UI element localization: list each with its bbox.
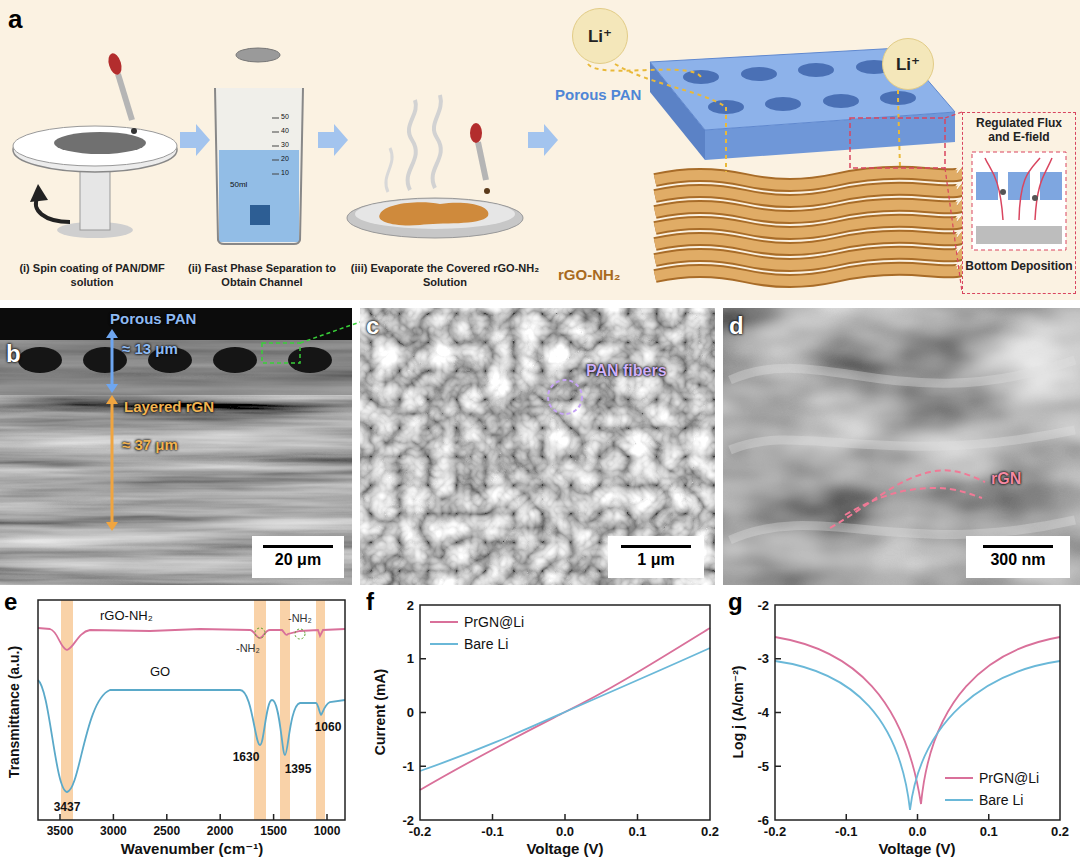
scale-bar: 300 nm xyxy=(966,536,1070,578)
legend-item: PrGN@Li xyxy=(945,770,1039,786)
tick-label: 0.0 xyxy=(908,824,926,839)
tick-label: 1500 xyxy=(260,824,287,838)
tick-label: -1 xyxy=(402,759,414,774)
sem-panel: cPAN fibers 1 μm xyxy=(360,308,715,585)
legend-item: Bare Li xyxy=(430,636,508,652)
panel-letter: g xyxy=(728,588,743,616)
legend-item: Bare Li xyxy=(945,792,1023,808)
tick-label: 0.1 xyxy=(628,824,646,839)
tick-label: 1000 xyxy=(314,824,341,838)
axis-title: Current (mA) xyxy=(372,669,388,755)
tick-label: 0 xyxy=(407,705,414,720)
tick-label: 2500 xyxy=(153,824,180,838)
legend-line xyxy=(430,621,458,623)
layer-name: rGO-NH₂ xyxy=(558,266,621,283)
legend-text: Bare Li xyxy=(464,636,508,652)
legend-item: PrGN@Li xyxy=(430,614,524,630)
panel-letter: f xyxy=(366,588,374,616)
tick-label: -3 xyxy=(757,651,769,666)
layer-name: Layered rGN xyxy=(124,398,214,415)
inset-callout: Regulated Flux and E-fieldBottom Deposit… xyxy=(962,112,1076,294)
tick-label: 3500 xyxy=(47,824,74,838)
layer-name: Porous PAN xyxy=(110,310,196,327)
tick-label: -0.1 xyxy=(835,824,857,839)
tick-label: 0.2 xyxy=(1051,824,1069,839)
scale-bar: 20 μm xyxy=(252,536,344,578)
thickness: ≈ 37 μm xyxy=(122,436,178,453)
ion-label: Li⁺ xyxy=(588,26,612,47)
ion-label: Li⁺ xyxy=(896,54,920,75)
step-caption: (ii) Fast Phase Separation to Obtain Cha… xyxy=(172,262,352,290)
legend-line xyxy=(945,799,973,801)
ion-circle: Li⁺ xyxy=(882,38,934,90)
peak-value: 3437 xyxy=(54,800,81,814)
layer-name: Porous PAN xyxy=(555,86,641,103)
tick-label: 3000 xyxy=(100,824,127,838)
tick-label: 2 xyxy=(407,598,414,613)
step-caption: (iii) Evaporate the Covered rGO-NH₂ Solu… xyxy=(350,262,540,290)
panel-letter: b xyxy=(6,340,21,368)
peak-value: 1630 xyxy=(233,750,260,764)
tick-label: 0.1 xyxy=(980,824,998,839)
sem-panel: b Porous PAN ≈ 13 μm Layered rGN ≈ 37 μm 20 μ… xyxy=(0,308,352,585)
sem-panel: d rGN 300 nm xyxy=(723,308,1080,585)
tick-label: -0.2 xyxy=(764,824,786,839)
volume-mark: 10 xyxy=(281,169,289,176)
legend-text: PrGN@Li xyxy=(979,770,1039,786)
peak-value: 1060 xyxy=(315,720,342,734)
legend-line xyxy=(945,777,973,779)
step-caption: (i) Spin coating of PAN/DMF solution xyxy=(5,262,180,290)
tick-label: -4 xyxy=(757,705,769,720)
feature-name: rGN xyxy=(991,470,1021,488)
volume-mark: 30 xyxy=(281,141,289,148)
axis-title: Transmittance (a.u.) xyxy=(6,646,22,778)
legend-text: PrGN@Li xyxy=(464,614,524,630)
series-name: GO xyxy=(150,664,170,679)
legend-text: Bare Li xyxy=(979,792,1023,808)
inset-title: Regulated Flux and E-field xyxy=(965,116,1073,145)
feature-name: PAN fibers xyxy=(586,362,667,380)
panel-letter: a xyxy=(8,4,22,35)
axis-title: Log j (A/cm⁻²) xyxy=(730,666,746,759)
scale-bar-line xyxy=(621,545,691,548)
scale-bar-line xyxy=(263,545,333,548)
scale-bar-text: 20 μm xyxy=(275,551,321,569)
peak-group: -NH₂ xyxy=(236,642,260,654)
panel-letter: e xyxy=(4,588,17,616)
tick-label: -2 xyxy=(757,598,769,613)
scale-bar-line xyxy=(983,545,1053,548)
volume-label: 50ml xyxy=(230,180,247,189)
volume-mark: 20 xyxy=(281,155,289,162)
tick-label: -0.2 xyxy=(409,824,431,839)
tick-label: 0.2 xyxy=(701,824,719,839)
tick-label: 1 xyxy=(407,651,414,666)
volume-mark: 40 xyxy=(281,127,289,134)
peak-group: -NH₂ xyxy=(288,612,312,624)
ion-circle: Li⁺ xyxy=(572,8,628,64)
tick-label: -0.1 xyxy=(481,824,503,839)
tick-label: -5 xyxy=(757,759,769,774)
legend-line xyxy=(430,643,458,645)
scale-bar-text: 1 μm xyxy=(637,551,674,569)
tick-label: 2000 xyxy=(207,824,234,838)
panel-letter: d xyxy=(729,312,744,340)
panel-a-ground: aLi⁺ Li⁺ Regulated Flux and E-fieldBottom … xyxy=(0,0,1080,300)
tick-label: 0.0 xyxy=(556,824,574,839)
inset-note: Bottom Deposition xyxy=(965,259,1073,273)
panel-letter: c xyxy=(366,312,379,340)
peak-value: 1395 xyxy=(285,762,312,776)
scale-bar: 1 μm xyxy=(608,536,704,578)
series-name: rGO-NH₂ xyxy=(100,608,153,623)
axis-title: Voltage (V) xyxy=(526,840,603,857)
scale-bar-text: 300 nm xyxy=(990,551,1045,569)
axis-title: Voltage (V) xyxy=(878,840,955,857)
volume-mark: 50 xyxy=(281,113,289,120)
axis-title: Wavenumber (cm⁻¹) xyxy=(121,840,263,858)
thickness: ≈ 13 μm xyxy=(122,340,178,357)
